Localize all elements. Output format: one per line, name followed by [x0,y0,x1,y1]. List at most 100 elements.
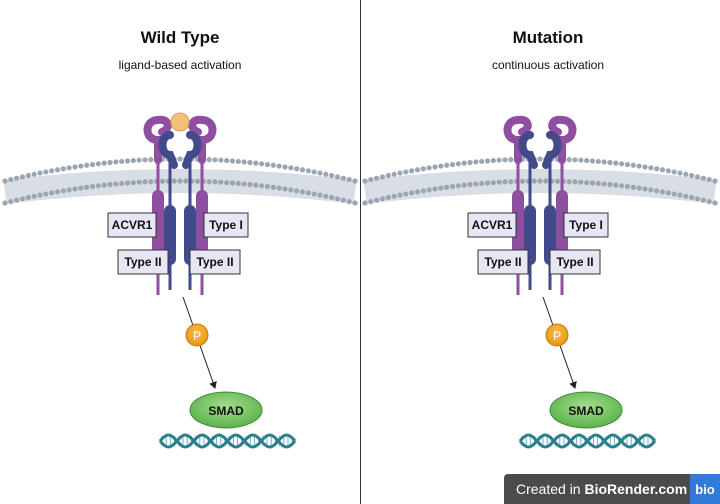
lipid-head [14,175,20,181]
lipid-head [212,157,218,163]
lipid-head [613,160,619,166]
lipid-head [490,157,496,164]
lipid-head [177,178,183,184]
lipid-head [148,157,154,163]
lipid-head [101,182,107,188]
dna-helix-icon [518,433,657,449]
biorender-badge[interactable]: Created in BioRender.com bio [504,474,720,504]
type2-kinase-domain [196,190,208,260]
lipid-head [60,166,66,172]
lipid-head [89,161,96,168]
lipid-head [508,157,514,163]
lipid-head [72,164,78,170]
lipid-head [229,158,236,164]
lipid-head [374,175,380,181]
lipid-head [31,171,37,177]
lipid-head [229,180,236,186]
lipid-head [95,183,101,189]
lipid-head [636,163,642,169]
type2-kinase-domain [556,190,568,260]
lipid-head [461,182,467,188]
lipid-head [305,168,311,174]
lipid-head [391,193,397,199]
panel-title-mutation: Mutation [512,28,584,47]
lipid-head [584,157,590,164]
lipid-head [259,161,265,167]
lipid-head [502,179,508,185]
lipid-head [578,157,584,163]
type2-receptor-extracellular [503,115,532,164]
lipid-head [438,163,444,169]
lipid-head [294,188,300,194]
lipid-head [142,157,148,163]
lipid-head [346,176,352,183]
label-type1: Type I [209,218,243,232]
lipid-head [537,156,543,162]
lipid-head [19,196,26,202]
lipid-head [496,179,502,185]
lipid-head [659,167,666,173]
lipid-head [601,181,607,187]
lipid-head [601,159,607,165]
type1-receptor-extracellular [182,131,202,169]
lipid-head [706,198,712,205]
lipid-head [177,156,183,162]
lipid-head [455,183,461,189]
lipid-head [171,178,177,184]
badge-prefix: Created in [516,481,585,497]
label-type2-right-box [549,249,601,275]
lipid-head [8,198,14,205]
lipid-head [683,171,689,177]
lipid-head [479,180,485,187]
cell-membrane [2,156,358,206]
lipid-head [218,179,224,185]
lipid-head [566,179,572,185]
label-type1-box [563,212,609,238]
lipid-head [66,187,72,193]
lipid-head [391,171,397,177]
type2-receptor-extracellular [188,115,217,164]
lipid-head [589,180,596,186]
lipid-head [37,170,43,176]
panel-title-wild-type: Wild Type [140,28,220,47]
lipid-head [519,178,526,184]
lipid-head [253,160,259,166]
type2-receptor-extracellular [143,115,172,164]
lipid-head [595,158,601,165]
lipid-head [444,162,450,168]
type1-receptor-extracellular [518,131,538,169]
smad-label: SMAD [208,404,244,418]
lipid-head [19,174,26,180]
type2-kinase-domain [152,190,164,260]
lipid-head [323,171,329,177]
phosphate-icon [185,323,209,347]
lipid-head [159,178,166,184]
lipid-head [438,185,444,191]
lipid-head [694,174,701,180]
lipid-head [130,179,136,186]
lipid-head [654,166,660,172]
lipid-head [531,178,537,184]
lipid-head [467,159,473,166]
label-type2-left-box [477,249,529,275]
lipid-head [654,188,660,194]
lipid-head [420,188,426,194]
lipid-head [642,186,648,192]
lipid-head [37,192,43,198]
badge-text: Created in BioRender.com [516,481,690,497]
lipid-head [282,164,288,170]
biorender-logo-icon: bio [690,474,720,504]
lipid-head [665,190,671,196]
lipid-head [54,167,61,173]
lipid-head [368,176,374,183]
lipid-head [385,194,391,201]
label-type2-left: Type II [484,255,521,269]
cell-membrane [362,156,718,206]
lipid-head [288,165,294,171]
dna-strand [158,433,297,449]
lipid-head [379,174,386,180]
lipid-head [665,168,671,174]
lipid-head [2,178,8,184]
lipid-head [502,157,508,163]
